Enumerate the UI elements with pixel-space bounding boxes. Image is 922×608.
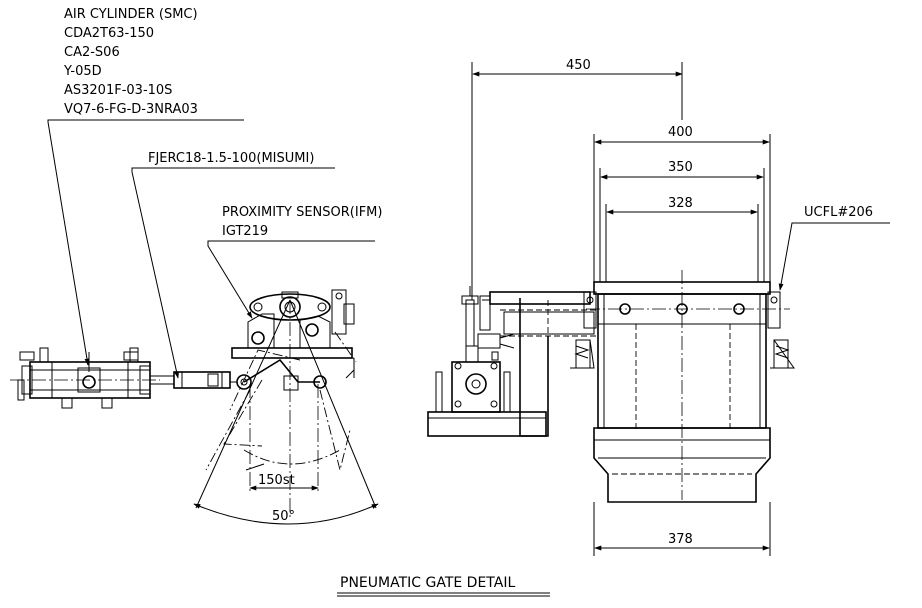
sensor-line-2: IGT219 <box>222 224 268 239</box>
rod-end-label: FJERC18-1.5-100(MISUMI) <box>148 151 314 166</box>
stroke-value: 150st <box>258 473 295 488</box>
air-cylinder-line-1: AIR CYLINDER (SMC) <box>64 7 198 22</box>
dim-450: 450 <box>566 58 591 73</box>
width-dimensions: 450 400 350 328 378 <box>471 58 771 556</box>
gate-swing-envelope <box>205 300 357 520</box>
air-cylinder-line-6: VQ7-6-FG-D-3NRA03 <box>64 102 198 117</box>
air-cylinder-line-2: CDA2T63-150 <box>64 26 154 41</box>
sensor-line-1: PROXIMITY SENSOR(IFM) <box>222 205 382 220</box>
gate-lever-mechanism <box>231 289 355 391</box>
bearing-label: UCFL#206 <box>804 205 873 220</box>
sensor-leader <box>207 240 375 319</box>
air-cylinder-line-4: Y-05D <box>63 64 102 79</box>
bearing-leader <box>778 222 890 291</box>
dim-350: 350 <box>668 160 693 175</box>
support-bracket <box>479 291 598 437</box>
angle-dimension: 50° <box>193 299 379 525</box>
air-cylinder-callout: AIR CYLINDER (SMC) CDA2T63-150 CA2-S06 Y… <box>47 7 244 366</box>
stroke-dimension: 150st <box>249 473 319 491</box>
bearing-callout: UCFL#206 <box>778 205 890 291</box>
cylinder-mount-side <box>427 286 547 437</box>
rod-end-assembly <box>149 371 252 390</box>
angle-value: 50° <box>272 509 295 524</box>
gate-hopper <box>586 270 790 503</box>
air-cylinder-line-3: CA2-S06 <box>64 45 120 60</box>
air-cylinder <box>10 347 160 409</box>
dim-378: 378 <box>668 532 693 547</box>
rod-end-callout: FJERC18-1.5-100(MISUMI) <box>131 151 335 379</box>
title-text: PNEUMATIC GATE DETAIL <box>340 575 515 591</box>
side-bearings <box>570 291 795 369</box>
air-cylinder-line-5: AS3201F-03-10S <box>64 83 172 98</box>
drawing-title: PNEUMATIC GATE DETAIL <box>337 575 550 597</box>
sensor-callout: PROXIMITY SENSOR(IFM) IGT219 <box>207 205 382 319</box>
rod-end-leader <box>131 167 335 379</box>
air-cylinder-leader <box>47 119 244 366</box>
dim-400: 400 <box>668 125 693 140</box>
dim-328: 328 <box>668 196 693 211</box>
